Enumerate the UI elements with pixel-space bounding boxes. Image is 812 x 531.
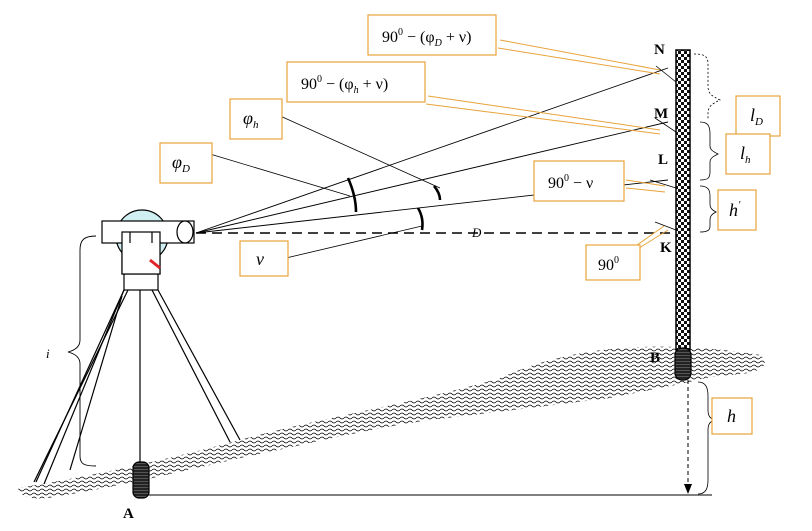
l-h-label: lh <box>740 143 751 166</box>
l-d-label: lD <box>750 105 763 128</box>
ground-terrain <box>18 346 765 499</box>
point-b: B <box>650 350 660 366</box>
instrument-height-i-label: i <box>46 346 50 361</box>
point-m: M <box>654 106 668 122</box>
h-prime-label: h' <box>729 199 741 220</box>
leader-lines <box>209 114 441 259</box>
top-formula-label: 900 − (φD + ν) <box>382 27 471 49</box>
h-label: h <box>727 406 736 426</box>
point-tick-lines <box>649 65 677 231</box>
staff-foot <box>674 347 692 381</box>
point-a: A <box>123 506 134 522</box>
distance-d-label: D <box>471 225 482 240</box>
phi-d-label: φD <box>172 152 190 175</box>
sight-lines <box>195 67 669 234</box>
box-pointer-lines <box>425 39 669 251</box>
level-instrument <box>33 209 241 485</box>
ninety-label: 900 <box>598 255 619 274</box>
nu-label: ν <box>256 249 264 269</box>
point-l: L <box>658 152 668 168</box>
point-n: N <box>654 42 665 58</box>
point-k: K <box>660 240 672 256</box>
instrument-height-brace <box>67 235 97 467</box>
second-formula-label: 900 − (φh + ν) <box>301 74 388 96</box>
label-box-frames <box>159 14 781 435</box>
tripod-foot <box>132 461 150 499</box>
leveling-staff <box>675 49 691 351</box>
vertical-arrowhead <box>684 484 692 494</box>
angle-arcs <box>346 177 442 231</box>
ninety-minus-nu-label: 900 − ν <box>548 173 593 192</box>
phi-h-label: φh <box>243 108 259 131</box>
